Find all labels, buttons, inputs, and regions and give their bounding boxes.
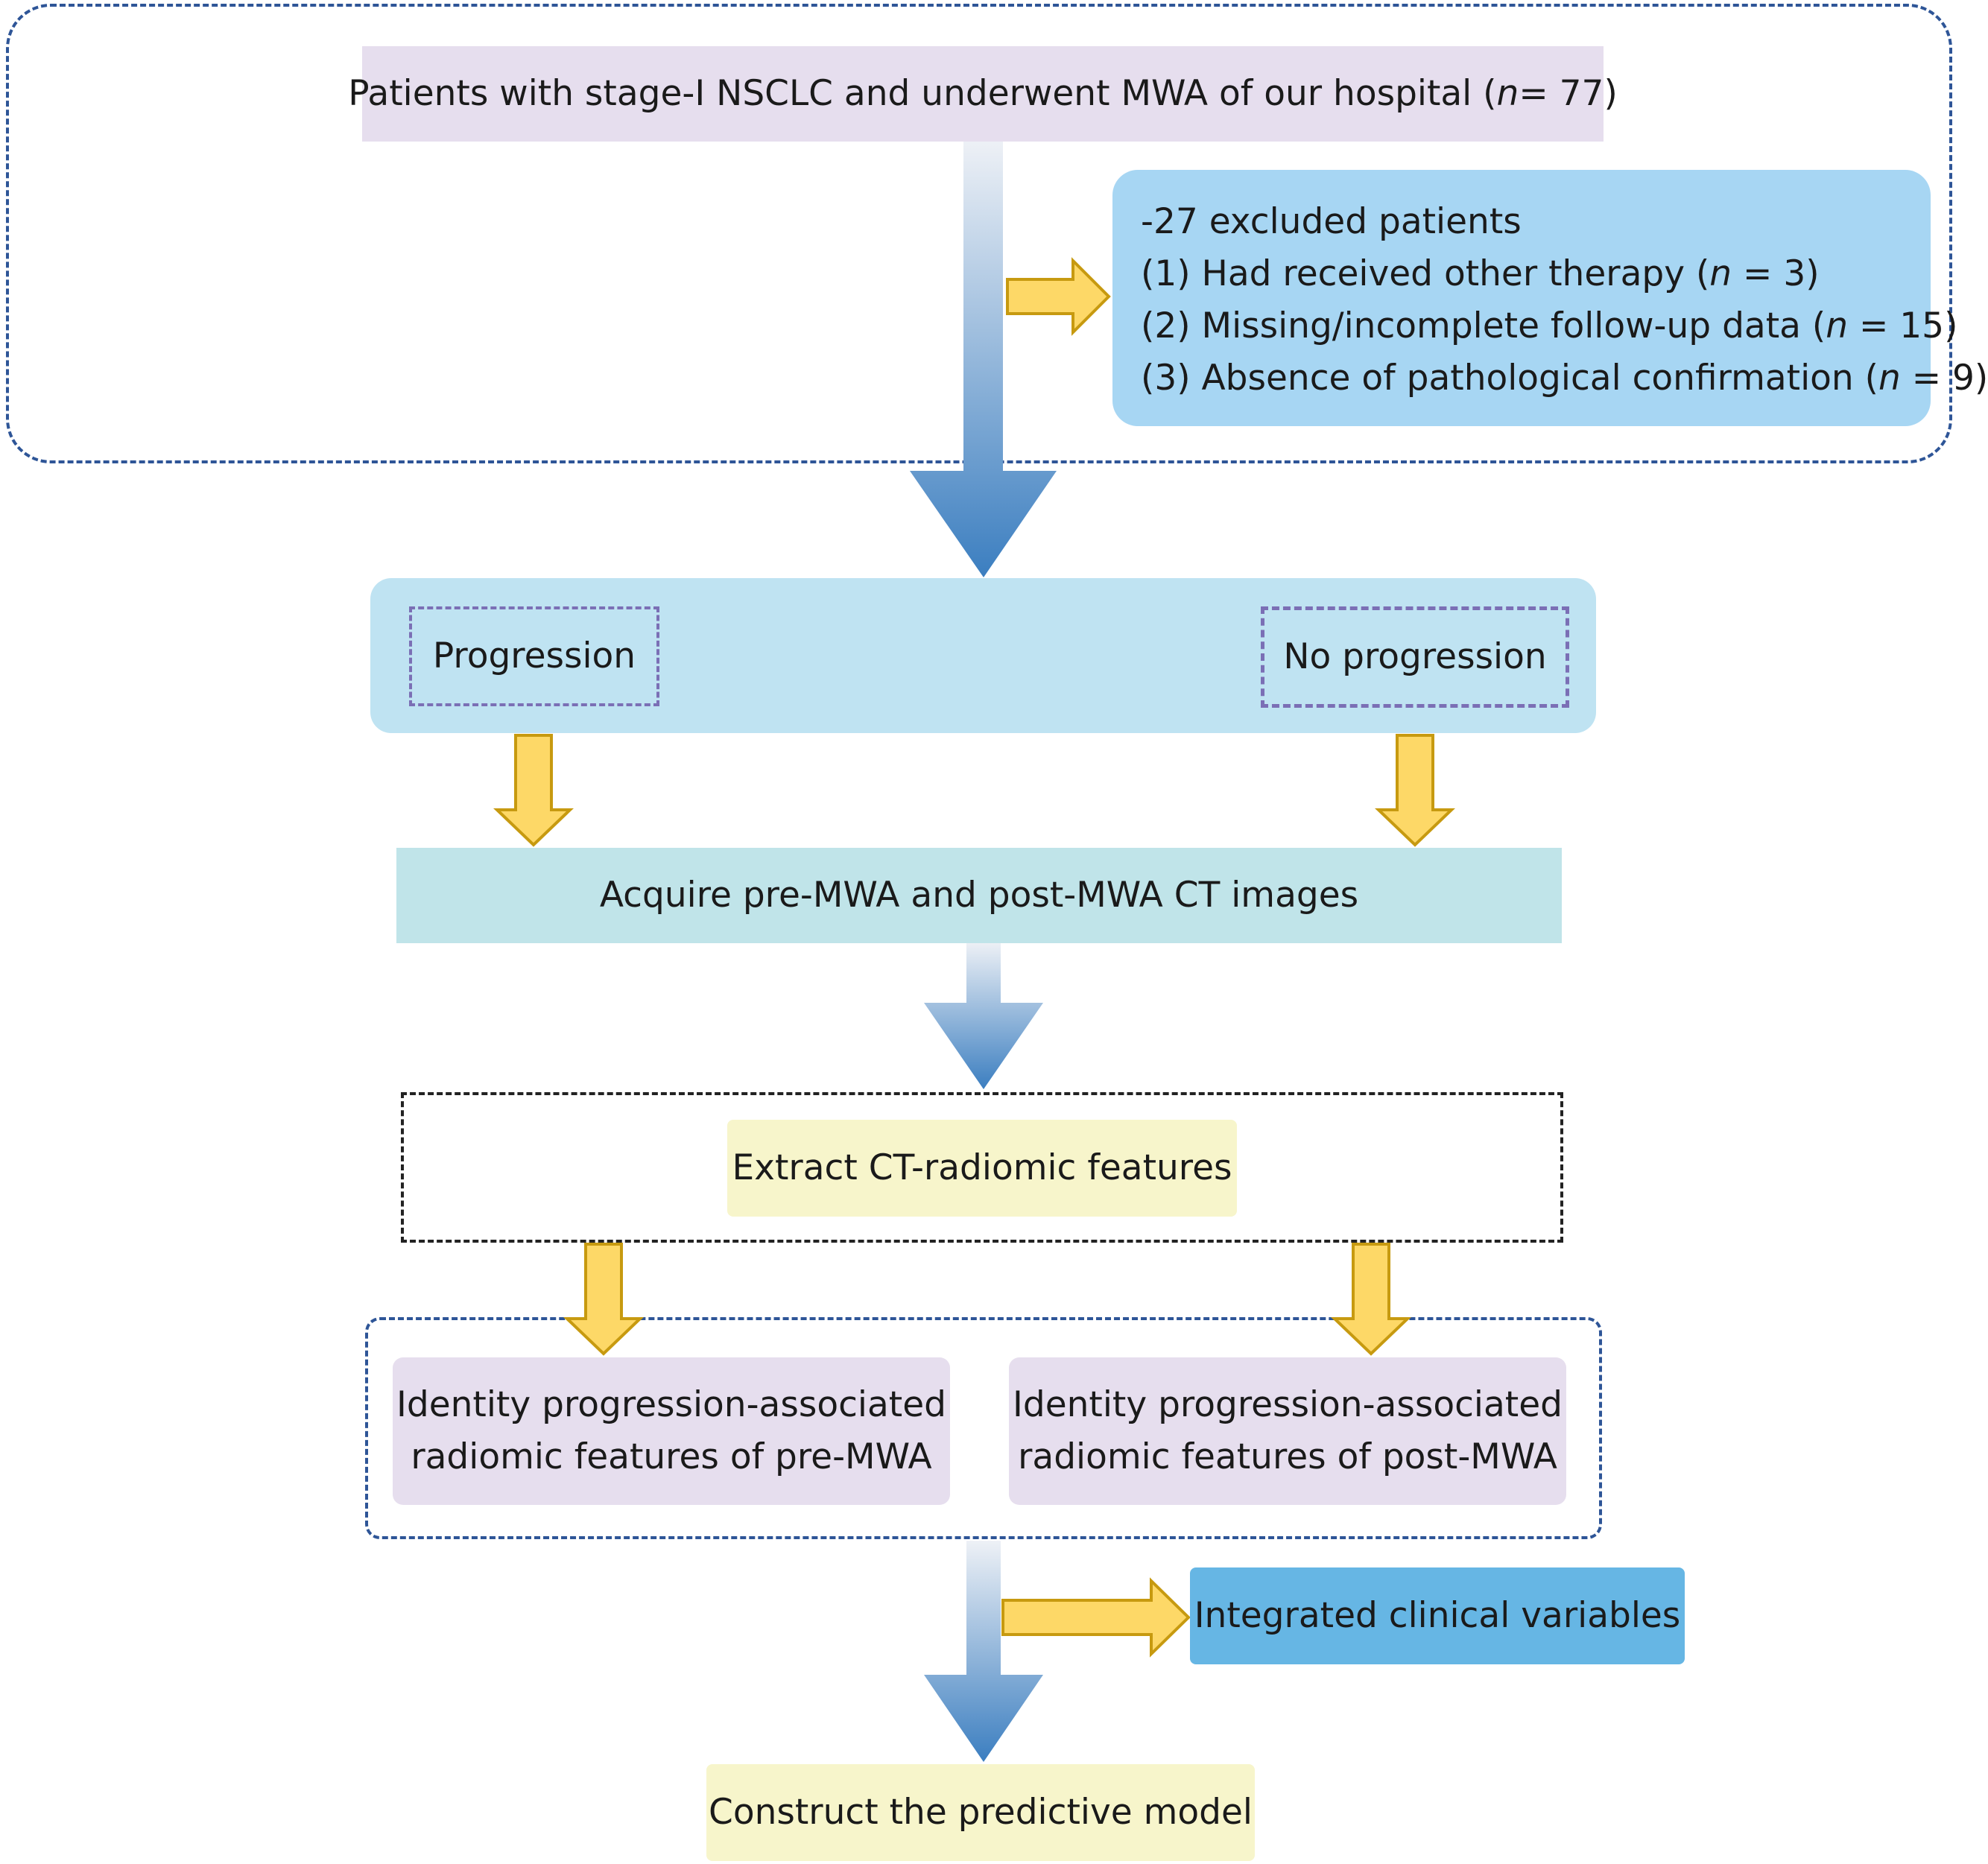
- right-arrow-clinical: [1001, 1577, 1191, 1658]
- down-arrow-progression: [493, 734, 574, 847]
- down-arrow-to-model: [924, 1541, 1043, 1762]
- exclusion-item: (1) Had received other therapy (n = 3): [1141, 253, 1820, 294]
- exclusion-box: -27 excluded patients (1) Had received o…: [1112, 170, 1988, 426]
- progression-label: Progression: [409, 606, 659, 706]
- down-arrow-no-progression: [1375, 734, 1455, 847]
- patients-text: Patients with stage-I NSCLC and underwen…: [348, 73, 1497, 114]
- patients-n-symbol: n: [1496, 73, 1519, 114]
- exclusion-item: (2) Missing/incomplete follow-up data (n…: [1141, 305, 1958, 346]
- patients-box: Patients with stage-I NSCLC and underwen…: [348, 46, 1618, 142]
- identification-frame: [365, 1317, 1602, 1539]
- post-mwa-features-box: Identity progression-associated radiomic…: [1009, 1357, 1566, 1505]
- clinical-variables-box: Integrated clinical variables: [1190, 1567, 1685, 1664]
- exclusion-item: (3) Absence of pathological confirmation…: [1141, 358, 1988, 399]
- extraction-frame: [401, 1092, 1563, 1243]
- down-arrow-to-extract: [924, 942, 1043, 1089]
- no-progression-label: No progression: [1261, 606, 1569, 708]
- patients-n-value: = 77): [1519, 73, 1618, 114]
- exclusion-header: -27 excluded patients: [1141, 201, 1522, 242]
- pre-mwa-features-box: Identity progression-associated radiomic…: [393, 1357, 950, 1505]
- extract-box: Extract CT-radiomic features: [727, 1120, 1237, 1217]
- predictive-model-box: Construct the predictive model: [706, 1764, 1255, 1861]
- acquire-box: Acquire pre-MWA and post-MWA CT images: [396, 848, 1562, 943]
